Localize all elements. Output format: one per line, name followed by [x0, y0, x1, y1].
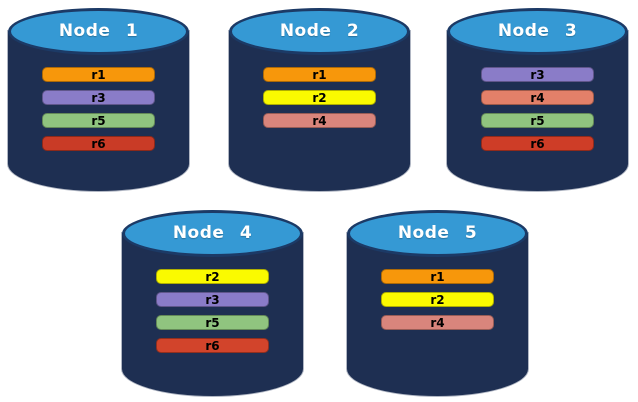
replica-bar: r4 [481, 90, 594, 105]
replica-label: r1 [312, 67, 327, 82]
replica-label: r1 [430, 269, 445, 284]
replica-label: r6 [91, 136, 106, 151]
replica-bar: r5 [156, 315, 269, 330]
replica-label: r5 [205, 315, 220, 330]
replica-bar: r5 [42, 113, 155, 128]
replica-list: r1 r2 r4 [347, 269, 528, 330]
replica-bar: r6 [481, 136, 594, 151]
replica-label: r6 [205, 338, 220, 353]
node-cylinder-1: Node 1 r1 r3 r5 r6 [8, 8, 189, 191]
node-label: Node 2 [279, 21, 360, 41]
cylinder-body [347, 233, 528, 396]
replica-label: r2 [205, 269, 220, 284]
replica-bar: r5 [481, 113, 594, 128]
replica-label: r3 [205, 292, 220, 307]
replica-bar: r2 [156, 269, 269, 284]
replica-label: r6 [530, 136, 545, 151]
cylinder-top: Node 5 [347, 210, 528, 257]
node-label: Node 4 [172, 223, 253, 243]
node-cylinder-3: Node 3 r3 r4 r5 r6 [447, 8, 628, 191]
cylinder-body [122, 233, 303, 396]
cylinder-body [8, 31, 189, 191]
cylinder-body [447, 31, 628, 191]
replica-bar: r1 [263, 67, 376, 82]
replica-list: r1 r3 r5 r6 [8, 67, 189, 151]
node-cylinder-5: Node 5 r1 r2 r4 [347, 210, 528, 396]
replica-bar: r3 [481, 67, 594, 82]
cylinder-top: Node 2 [229, 8, 410, 55]
replica-bar: r1 [381, 269, 494, 284]
node-label: Node 3 [497, 21, 578, 41]
replica-label: r5 [530, 113, 545, 128]
node-cylinder-4: Node 4 r2 r3 r5 r6 [122, 210, 303, 396]
cylinder-top: Node 3 [447, 8, 628, 55]
replica-label: r5 [91, 113, 106, 128]
cylinder-top: Node 4 [122, 210, 303, 257]
cylinder-body [229, 31, 410, 191]
replica-label: r1 [91, 67, 106, 82]
replica-label: r2 [312, 90, 327, 105]
node-label: Node 1 [58, 21, 139, 41]
replica-bar: r6 [42, 136, 155, 151]
replica-label: r4 [312, 113, 327, 128]
replica-bar: r6 [156, 338, 269, 353]
replica-list: r2 r3 r5 r6 [122, 269, 303, 353]
replica-bar: r4 [381, 315, 494, 330]
replica-label: r3 [530, 67, 545, 82]
replica-label: r4 [430, 315, 445, 330]
replica-list: r1 r2 r4 [229, 67, 410, 128]
replica-bar: r4 [263, 113, 376, 128]
replica-label: r4 [530, 90, 545, 105]
replica-label: r2 [430, 292, 445, 307]
replica-bar: r3 [156, 292, 269, 307]
replica-bar: r2 [263, 90, 376, 105]
replica-bar: r1 [42, 67, 155, 82]
node-label: Node 5 [397, 223, 478, 243]
replica-bar: r2 [381, 292, 494, 307]
replica-label: r3 [91, 90, 106, 105]
node-cylinder-2: Node 2 r1 r2 r4 [229, 8, 410, 191]
replica-list: r3 r4 r5 r6 [447, 67, 628, 151]
replica-bar: r3 [42, 90, 155, 105]
cylinder-top: Node 1 [8, 8, 189, 55]
